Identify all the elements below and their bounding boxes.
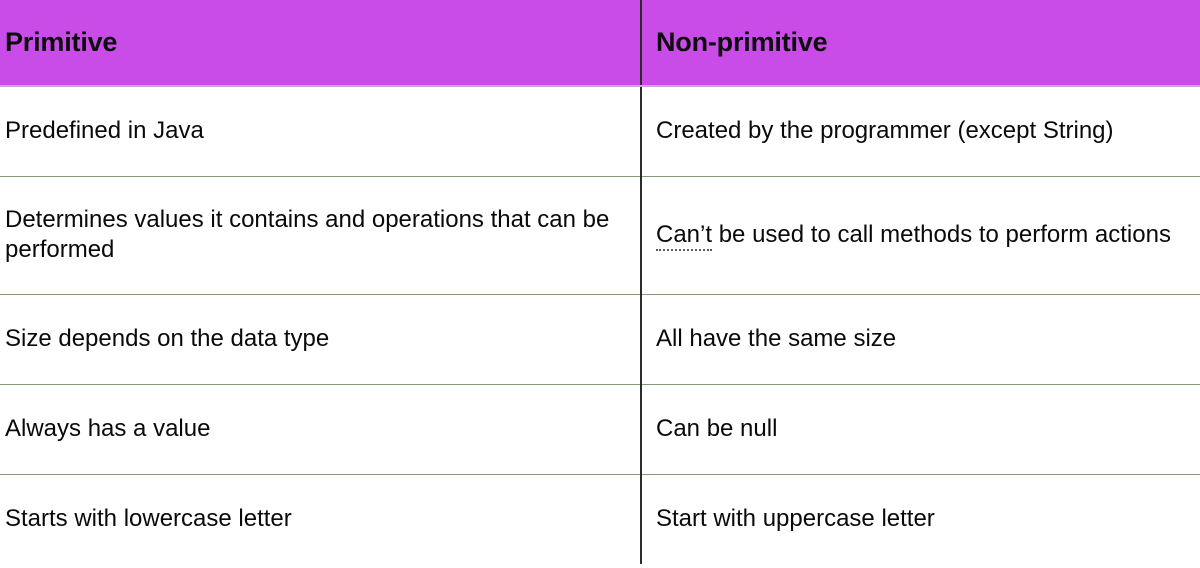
cell-non-primitive-1-text: Created by the programmer (except String… [656,117,1114,145]
cell-non-primitive-2-text: Can’t be used to call methods to perform… [656,220,1180,251]
table-row: Starts with lowercase letter Start with … [0,474,1200,564]
table-row: Determines values it contains and operat… [0,176,1200,295]
table-row: Always has a value Can be null [0,384,1200,475]
cell-non-primitive-5: Start with uppercase letter [640,474,1200,564]
cell-primitive-5: Starts with lowercase letter [0,474,642,564]
cell-non-primitive-2: Can’t be used to call methods to perform… [640,176,1200,295]
cell-primitive-2-text: Determines values it contains and operat… [5,205,610,263]
column-header-primitive-label: Primitive [5,26,118,57]
cell-primitive-4: Always has a value [0,384,642,475]
cell-non-primitive-1: Created by the programmer (except String… [640,86,1200,177]
cell-primitive-3: Size depends on the data type [0,294,642,385]
cell-primitive-1: Predefined in Java [0,86,642,177]
cell-non-primitive-2-rest: be used to call methods to perform actio… [712,220,1171,248]
cell-non-primitive-5-text: Start with uppercase letter [656,505,935,533]
cell-non-primitive-4: Can be null [640,384,1200,475]
cell-non-primitive-3: All have the same size [640,294,1200,385]
table-header: Primitive Non-primitive [0,0,1200,87]
table-row: Predefined in Java Created by the progra… [0,86,1200,177]
column-header-non-primitive: Non-primitive [640,0,1200,87]
table-row: Size depends on the data type All have t… [0,294,1200,385]
table-body: Predefined in Java Created by the progra… [0,86,1200,564]
cell-primitive-3-text: Size depends on the data type [5,324,330,352]
cell-primitive-5-text: Starts with lowercase letter [5,505,292,533]
spellcheck-underlined-word: Can’t [656,220,713,251]
column-header-non-primitive-label: Non-primitive [656,26,828,57]
column-header-primitive: Primitive [0,0,641,87]
cell-primitive-1-text: Predefined in Java [5,117,204,145]
cell-non-primitive-4-text: Can be null [656,414,778,442]
cell-primitive-2: Determines values it contains and operat… [0,176,642,295]
cell-non-primitive-3-text: All have the same size [656,324,897,352]
header-row: Primitive Non-primitive [0,0,1200,87]
cell-primitive-4-text: Always has a value [5,414,211,442]
